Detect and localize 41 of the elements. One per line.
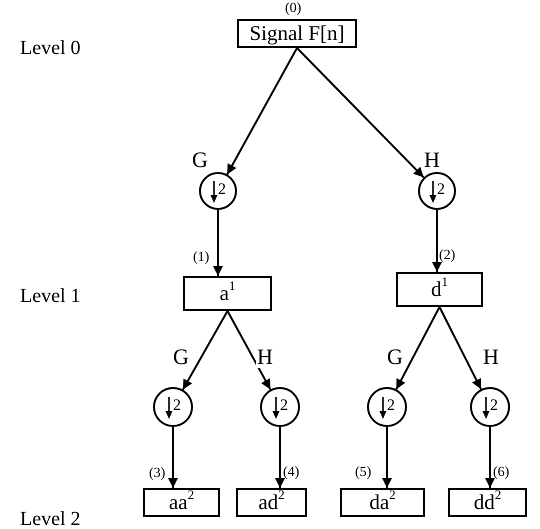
arrow (395, 306, 440, 390)
process-box: aa$^{2}$ (143, 488, 220, 517)
level-label: Level 0 (20, 37, 81, 59)
downsampler-circle (418, 172, 456, 210)
downsampler-circle (470, 387, 510, 427)
arrow (275, 427, 285, 488)
factor-text: 2 (173, 398, 181, 414)
level-label: Level 1 (20, 285, 81, 307)
index-label: (3) (149, 466, 166, 482)
factor-text: 2 (280, 398, 288, 414)
factor-text: 2 (490, 398, 498, 414)
downsampler-circle (367, 387, 407, 427)
process-box: d$^{1}$ (396, 272, 483, 307)
arrow (432, 210, 442, 272)
index-label: (0) (285, 1, 302, 17)
index-label: (4) (283, 465, 300, 481)
index-label: (2) (439, 248, 456, 264)
index-label: (1) (193, 250, 210, 266)
arrow (226, 310, 272, 390)
factor-text: 2 (437, 182, 445, 198)
downsampler-circle (260, 387, 300, 427)
process-box: da$^{2}$ (340, 488, 425, 517)
index-label: (6) (493, 465, 510, 481)
downsampler-circle (153, 387, 193, 427)
level-label: Level 2 (20, 508, 81, 529)
arrow (485, 427, 495, 488)
process-box: ad$^{2}$ (236, 488, 307, 517)
process-box: Signal F[n] (237, 19, 357, 48)
arrow (226, 48, 298, 175)
arrow (382, 427, 392, 488)
arrow (296, 47, 424, 178)
arrow (213, 210, 223, 276)
arrow (182, 310, 228, 390)
index-label: (5) (355, 465, 372, 481)
arrow (168, 427, 178, 488)
arrow (438, 306, 482, 390)
factor-text: 2 (218, 182, 226, 198)
factor-text: 2 (387, 398, 395, 414)
process-box: a$^{1}$ (183, 276, 272, 311)
process-box: dd$^{2}$ (448, 488, 527, 517)
downsampler-circle (199, 172, 237, 210)
